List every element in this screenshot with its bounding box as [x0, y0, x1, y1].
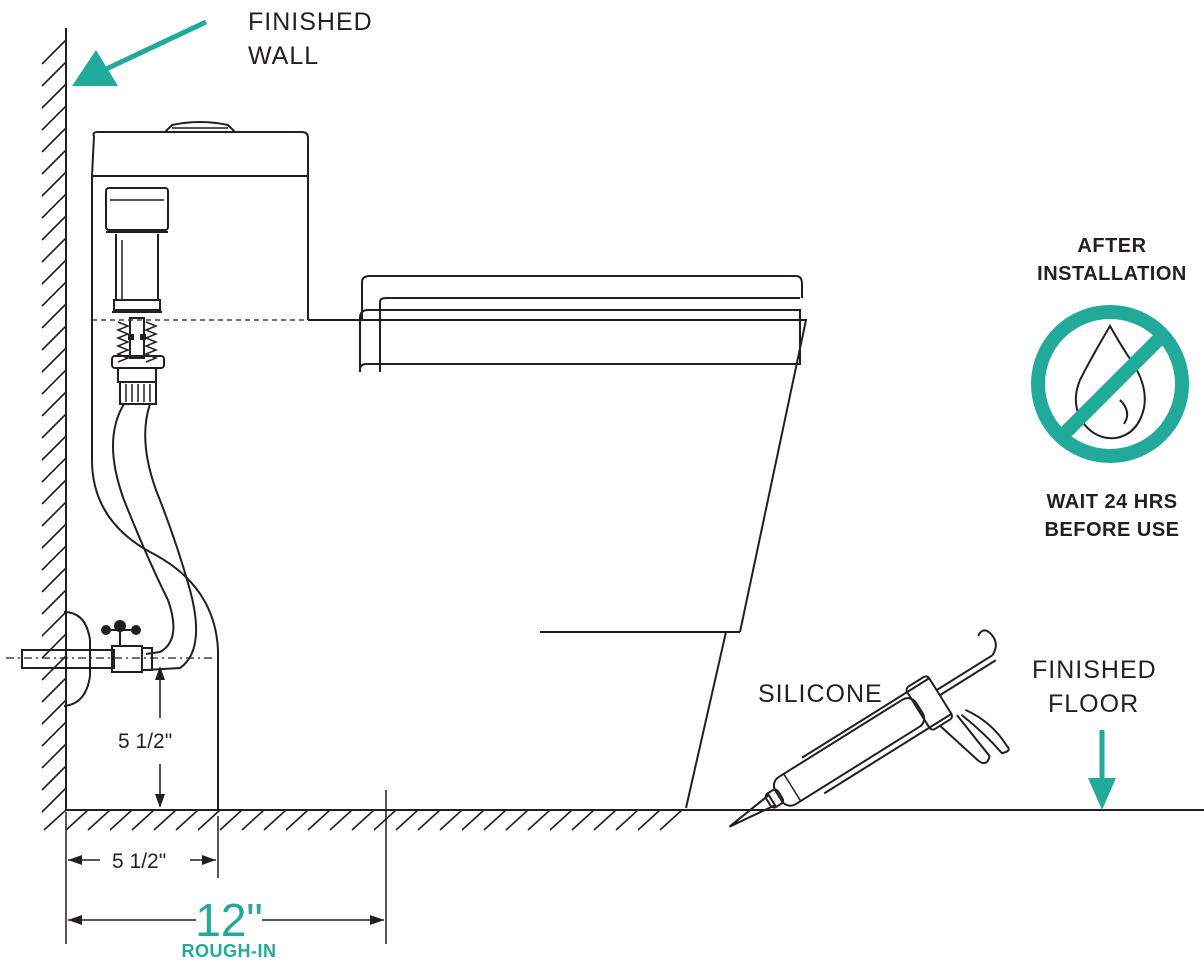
wall-hatch-stroke [41, 259, 67, 285]
horizontal-dimension [68, 816, 219, 878]
wall-hatch-stroke [41, 765, 67, 791]
wall-hatch-stroke [41, 61, 67, 87]
wall-hatch-stroke [41, 479, 67, 505]
finished-wall-label-line1: FINISHED [248, 8, 373, 36]
floor-hatch-stroke [637, 809, 661, 831]
rough-in-dimension [65, 790, 387, 944]
floor-hatch-stroke [395, 809, 419, 831]
silicone-caulk-gun-icon [728, 629, 1010, 828]
floor-hatch-stroke [505, 809, 529, 831]
floor-hatch-stroke [373, 809, 397, 831]
floor-hatch-stroke [571, 809, 595, 831]
wall-hatch-stroke [41, 413, 67, 439]
vertical-dimension [155, 666, 165, 808]
wall-hatch-stroke [41, 787, 67, 813]
finished-wall-arrow [72, 19, 208, 86]
wall-hatch-stroke [41, 303, 67, 329]
wall-hatch-stroke [41, 501, 67, 527]
floor-hatch-stroke [153, 809, 177, 831]
floor-hatch-stroke [527, 809, 551, 831]
wall-hatch-stroke [41, 391, 67, 417]
wall-hatch-stroke [41, 83, 67, 109]
floor-hatch-stroke [109, 809, 133, 831]
floor-hatch-stroke [241, 809, 265, 831]
wall-hatch-stroke [41, 589, 67, 615]
wall-hatch [41, 39, 67, 813]
floor-hatch-stroke [439, 809, 463, 831]
notice-footer-line2: BEFORE USE [1044, 519, 1179, 541]
rough-in-label: ROUGH-IN [182, 941, 277, 961]
wall-hatch-stroke [41, 105, 67, 131]
wall-hatch-stroke [41, 677, 67, 703]
rough-in-value: 12" [195, 894, 263, 946]
floor-hatch-stroke [461, 809, 485, 831]
wall-hatch-stroke [41, 523, 67, 549]
fill-valve [105, 187, 169, 405]
wall-hatch-stroke [41, 39, 67, 65]
silicone-label: SILICONE [758, 680, 883, 708]
floor-hatch-stroke [263, 809, 287, 831]
floor-hatch [43, 809, 683, 831]
floor-hatch-stroke [659, 809, 683, 831]
finished-floor-label-line1: FINISHED [1032, 656, 1157, 684]
wall-hatch-stroke [41, 633, 67, 659]
floor-hatch-stroke [549, 809, 573, 831]
wall-hatch-stroke [41, 149, 67, 175]
floor-hatch-stroke [483, 809, 507, 831]
wall-hatch-stroke [41, 237, 67, 263]
wall-hatch-stroke [41, 171, 67, 197]
floor-hatch-stroke [329, 809, 353, 831]
finished-floor [43, 809, 1204, 831]
notice-footer-line1: WAIT 24 HRS [1046, 491, 1177, 513]
wall-hatch-stroke [41, 721, 67, 747]
finished-wall [41, 28, 67, 813]
horizontal-dimension-value: 5 1/2" [112, 850, 166, 873]
wall-hatch-stroke [41, 193, 67, 219]
toilet-tank [90, 121, 309, 810]
no-water-drop-icon [1031, 305, 1189, 463]
floor-hatch-stroke [615, 809, 639, 831]
finished-floor-arrow [1088, 730, 1116, 810]
floor-hatch-stroke [219, 809, 243, 831]
toilet-bowl [308, 275, 808, 809]
supply-hose [112, 403, 198, 671]
floor-hatch-stroke [87, 809, 111, 831]
wall-hatch-stroke [41, 369, 67, 395]
wall-hatch-stroke [41, 281, 67, 307]
wall-hatch-stroke [41, 215, 67, 241]
wall-hatch-stroke [41, 347, 67, 373]
floor-hatch-stroke [43, 809, 67, 831]
floor-hatch-stroke [285, 809, 309, 831]
vertical-dimension-value: 5 1/2" [118, 730, 172, 753]
finished-floor-label-line2: FLOOR [1048, 690, 1139, 718]
wall-hatch-stroke [41, 325, 67, 351]
wall-hatch-stroke [41, 567, 67, 593]
notice-title-line2: INSTALLATION [1037, 263, 1187, 285]
wall-hatch-stroke [41, 699, 67, 725]
after-installation-notice: AFTER INSTALLATION WAIT 24 HRS BEFORE US… [1031, 235, 1189, 541]
floor-hatch-stroke [593, 809, 617, 831]
shut-off-valve [21, 611, 153, 707]
floor-hatch-stroke [307, 809, 331, 831]
wall-hatch-stroke [41, 611, 67, 637]
floor-hatch-stroke [197, 809, 221, 831]
wall-hatch-stroke [41, 435, 67, 461]
wall-hatch-stroke [41, 457, 67, 483]
floor-hatch-stroke [351, 809, 375, 831]
notice-title-line1: AFTER [1077, 235, 1146, 257]
floor-hatch-stroke [131, 809, 155, 831]
wall-hatch-stroke [41, 545, 67, 571]
floor-hatch-stroke [65, 809, 89, 831]
wall-hatch-stroke [41, 743, 67, 769]
floor-hatch-stroke [175, 809, 199, 831]
finished-wall-label-line2: WALL [248, 42, 319, 70]
floor-hatch-stroke [417, 809, 441, 831]
wall-hatch-stroke [41, 127, 67, 153]
